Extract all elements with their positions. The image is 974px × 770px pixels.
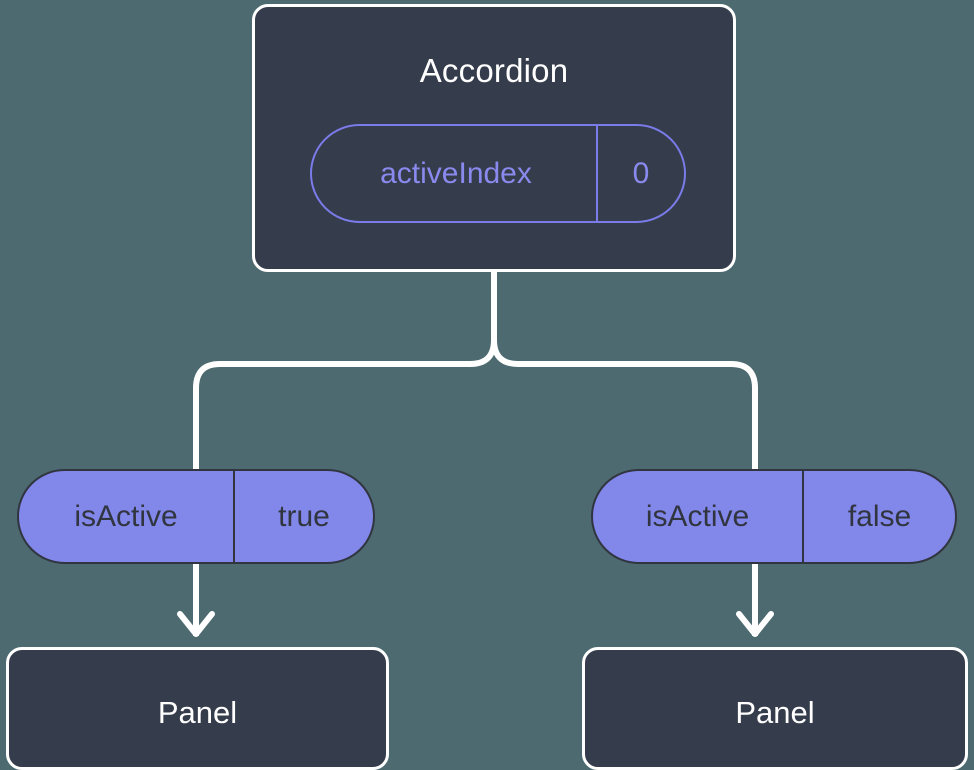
accordion-component-node[interactable]: Accordion activeIndex 0	[252, 4, 736, 272]
panel-left-title: Panel	[157, 695, 238, 730]
activeindex-prop-key: activeIndex	[312, 126, 598, 221]
arrow-head-right-icon	[736, 611, 774, 637]
isactive-true-key: isActive	[19, 471, 235, 562]
isactive-true-pill[interactable]: isActive true	[17, 469, 375, 564]
activeindex-prop-capsule[interactable]: activeIndex 0	[310, 124, 686, 223]
isactive-false-value: false	[847, 499, 912, 533]
connector-trunk-left	[193, 269, 497, 472]
panel-left-node[interactable]: Panel	[6, 647, 389, 770]
panel-right-title: Panel	[735, 695, 815, 730]
panel-right-node[interactable]: Panel	[582, 647, 968, 770]
isactive-false-pill[interactable]: isActive false	[591, 469, 957, 564]
connector-trunk-right	[491, 269, 758, 472]
isactive-true-value: true	[278, 499, 330, 533]
accordion-title: Accordion	[419, 52, 569, 89]
isactive-false-key: isActive	[593, 471, 804, 562]
activeindex-prop-value: 0	[632, 156, 650, 190]
arrow-head-left-icon	[177, 611, 215, 637]
